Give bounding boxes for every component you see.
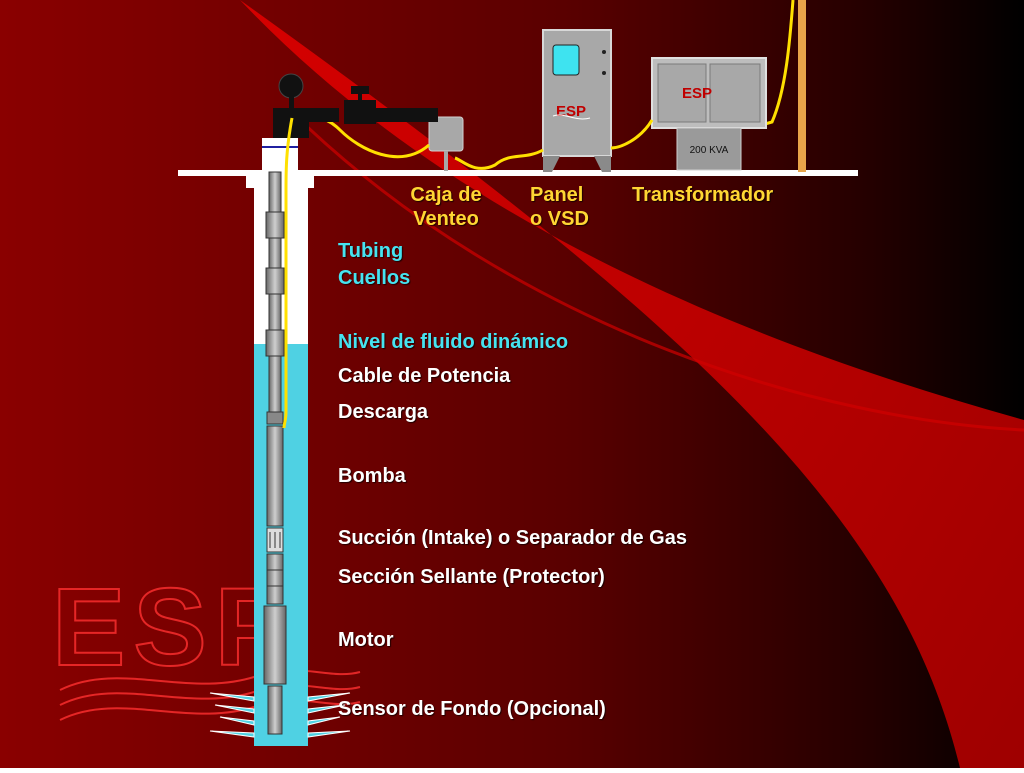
label-vent-box: Caja de Venteo: [398, 183, 494, 231]
power-pole: [798, 0, 806, 172]
transformer-esp-logo: ESP: [682, 85, 712, 102]
label-pump: Bomba: [338, 465, 406, 487]
label-panel-line2: o VSD: [530, 208, 589, 230]
label-tubing: Tubing: [338, 240, 404, 262]
panel-vent-cable: [454, 148, 544, 170]
pressure-gauge-icon: [278, 73, 304, 99]
transformer-unit: ESP 200 KVA: [651, 57, 767, 171]
label-discharge: Descarga: [338, 401, 429, 423]
label-fluid-level: Nivel de fluido dinámico: [338, 331, 569, 353]
label-motor: Motor: [338, 629, 394, 651]
transformer-rating: 200 KVA: [690, 145, 729, 156]
tubing-collar: [265, 329, 285, 357]
label-intake: Succión (Intake) o Separador de Gas: [338, 527, 687, 549]
label-power-cable: Cable de Potencia: [338, 365, 511, 387]
label-sensor: Sensor de Fondo (Opcional): [338, 698, 606, 720]
downhole-sensor: [267, 685, 283, 735]
pump-section: [266, 425, 284, 527]
vent-box: [428, 116, 464, 171]
tubing-collar: [265, 211, 285, 239]
label-collars: Cuellos: [338, 267, 411, 289]
label-transformer: Transformador: [632, 184, 774, 206]
panel-transformer-cable: [610, 119, 654, 150]
seal-section: [266, 553, 284, 605]
background-swoosh: [240, 0, 1024, 768]
label-vent-box-line2: Venteo: [413, 208, 479, 230]
perforation-arrows: [209, 692, 351, 738]
tubing-string: [265, 171, 285, 413]
tubing-collar: [265, 267, 285, 295]
label-vent-box-line1: Caja de: [410, 184, 482, 206]
svg-text:ESP: ESP: [52, 566, 296, 689]
label-panel: Panel o VSD: [530, 183, 606, 231]
label-panel-line1: Panel: [530, 184, 584, 206]
ground-surface-line: [178, 170, 858, 176]
esp-string: [263, 411, 287, 735]
incoming-power-cable: [764, 0, 795, 126]
discharge-head: [266, 411, 284, 425]
motor-section: [263, 605, 287, 685]
vsd-panel: ESP: [542, 29, 612, 172]
downhole-power-cable: [282, 117, 294, 429]
valve-icon: [344, 100, 376, 124]
label-seal: Sección Sellante (Protector): [338, 566, 605, 588]
background-swoosh-line: [298, 118, 1024, 432]
